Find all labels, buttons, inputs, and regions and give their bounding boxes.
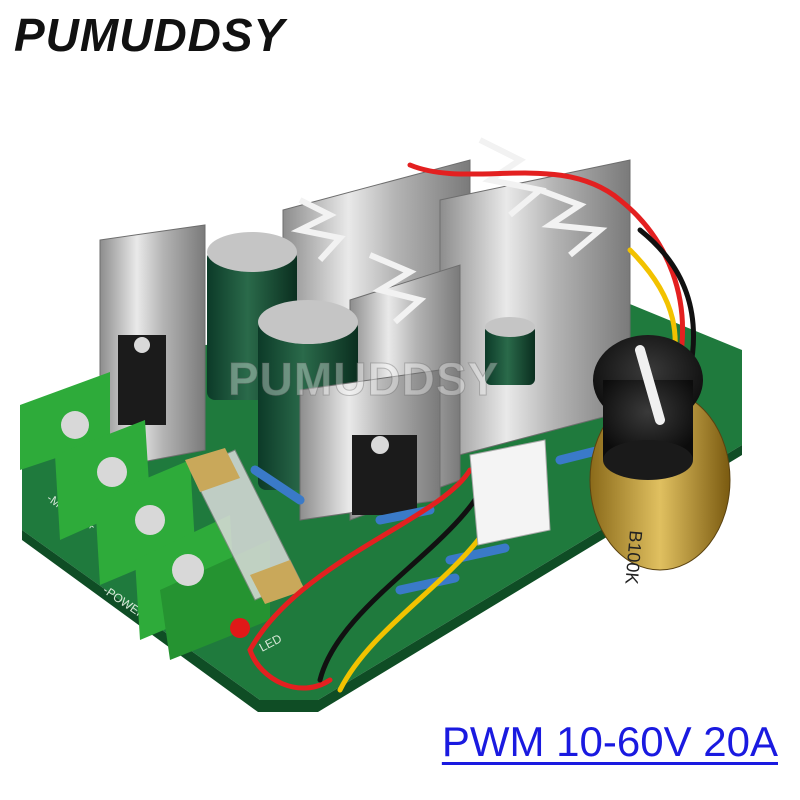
potentiometer: B100K [589, 335, 731, 586]
product-spec-caption: PWM 10-60V 20A [441, 718, 778, 765]
potentiometer-marking: B100K [621, 530, 646, 586]
wire-connector [469, 439, 551, 546]
left-heatsink [99, 224, 206, 471]
front-heatsink [299, 369, 441, 521]
fuse [185, 448, 305, 604]
red-led [230, 618, 250, 638]
brand-logo: PUMUDDSY [14, 9, 286, 61]
watermark: PUMUDDSY [227, 353, 500, 406]
